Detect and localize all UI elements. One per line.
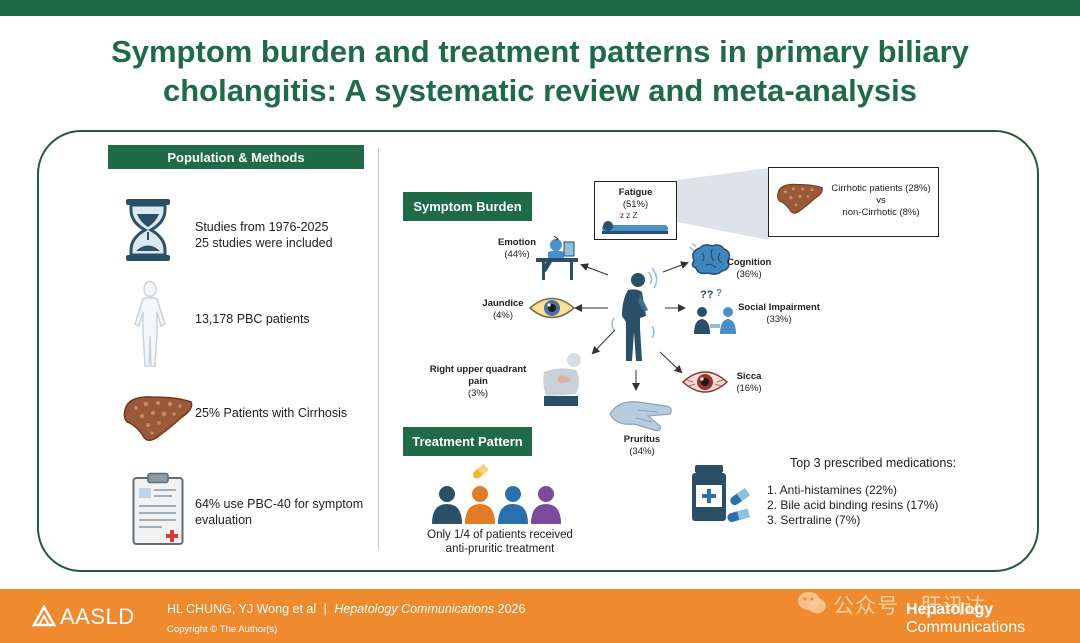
- top-bar: [0, 0, 1080, 16]
- human-body-icon: [134, 280, 166, 367]
- section-divider: [378, 148, 379, 550]
- liver-icon: [123, 396, 193, 441]
- capsule-icon: [472, 463, 489, 479]
- clipboard-icon: [132, 472, 184, 545]
- sicca-label: Sicca (16%): [736, 371, 762, 394]
- watermark-text: 公众号 · 肝讯达: [833, 595, 987, 618]
- yellow-eye-icon: [528, 297, 576, 319]
- social-impairment-label: Social Impairment (33%): [738, 302, 820, 325]
- aasld-logo-icon: [32, 605, 56, 627]
- fatigue-label: Fatigue (51%): [618, 187, 653, 210]
- cognition-label: Cognition (36%): [727, 257, 772, 280]
- cirrhotic-liver-icon: [777, 183, 823, 214]
- patient-group-icon: [432, 486, 561, 524]
- journal-brand: Hepatology Communications: [906, 601, 1026, 636]
- ruq-pain-label: Right upper quadrant pain (3%): [429, 364, 527, 399]
- dry-eye-icon: [681, 371, 729, 393]
- footer-citation: HL CHUNG, YJ Wong et al | Hepatology Com…: [167, 602, 526, 616]
- footer-copyright: Copyright © The Author(s): [167, 624, 278, 635]
- medication-1: 1. Anti-histamines (22%): [767, 483, 898, 497]
- cirrhosis-text: 25% Patients with Cirrhosis: [195, 406, 348, 420]
- treatment-header: Treatment Pattern: [403, 427, 532, 456]
- content-frame: [37, 130, 1039, 572]
- pbc40-text: 64% use PBC-40 for symptom evaluation: [195, 497, 364, 527]
- anti-pruritic-text: Only 1/4 of patients received anti-pruri…: [427, 529, 573, 555]
- social-impairment-icon: ?? ?: [694, 288, 736, 334]
- top3-title: Top 3 prescribed medications:: [790, 456, 957, 470]
- svg-text:??: ??: [700, 289, 714, 301]
- svg-text:z z Z: z z Z: [620, 211, 637, 220]
- studies-text: Studies from 1976-2025 25 studies were i…: [195, 220, 333, 250]
- jaundice-label: Jaundice (4%): [482, 298, 524, 321]
- page-title: Symptom burden and treatment patterns in…: [40, 32, 1040, 110]
- wechat-icon: [798, 592, 826, 614]
- title-line-1: Symptom burden and treatment patterns in…: [111, 34, 969, 69]
- patients-text: 13,178 PBC patients: [195, 312, 310, 326]
- population-header: Population & Methods: [108, 145, 364, 169]
- emotion-label: Emotion (44%): [498, 237, 536, 260]
- medication-list: 1. Anti-histamines (22%) 2. Bile acid bi…: [767, 483, 938, 528]
- pruritus-label: Pruritus (34%): [623, 434, 661, 457]
- scratching-hands-icon: [609, 401, 672, 432]
- medication-3: 3. Sertraline (7%): [767, 513, 861, 527]
- medication-2: 2. Bile acid binding resins (17%): [767, 498, 939, 512]
- tired-person-icon: [611, 267, 658, 361]
- medication-bottle-icon: [692, 465, 751, 522]
- abdominal-pain-icon: [543, 353, 581, 406]
- emotion-person-at-desk-icon: [536, 235, 578, 280]
- spotlight-beam: [677, 168, 769, 240]
- hourglass-icon: [126, 199, 170, 261]
- aasld-logo: AASLD: [60, 604, 135, 629]
- footer-bar: [0, 589, 1080, 643]
- symptom-arrows: [574, 261, 689, 391]
- svg-text:?: ?: [716, 288, 722, 299]
- cirrhotic-text: Cirrhotic patients (28%) vs non-Cirrhoti…: [831, 183, 931, 218]
- brain-icon: [689, 243, 731, 275]
- title-line-2: cholangitis: A systematic review and met…: [162, 73, 918, 108]
- sleeping-person-icon: z z Z: [602, 211, 668, 234]
- symptom-header: Symptom Burden: [403, 192, 532, 221]
